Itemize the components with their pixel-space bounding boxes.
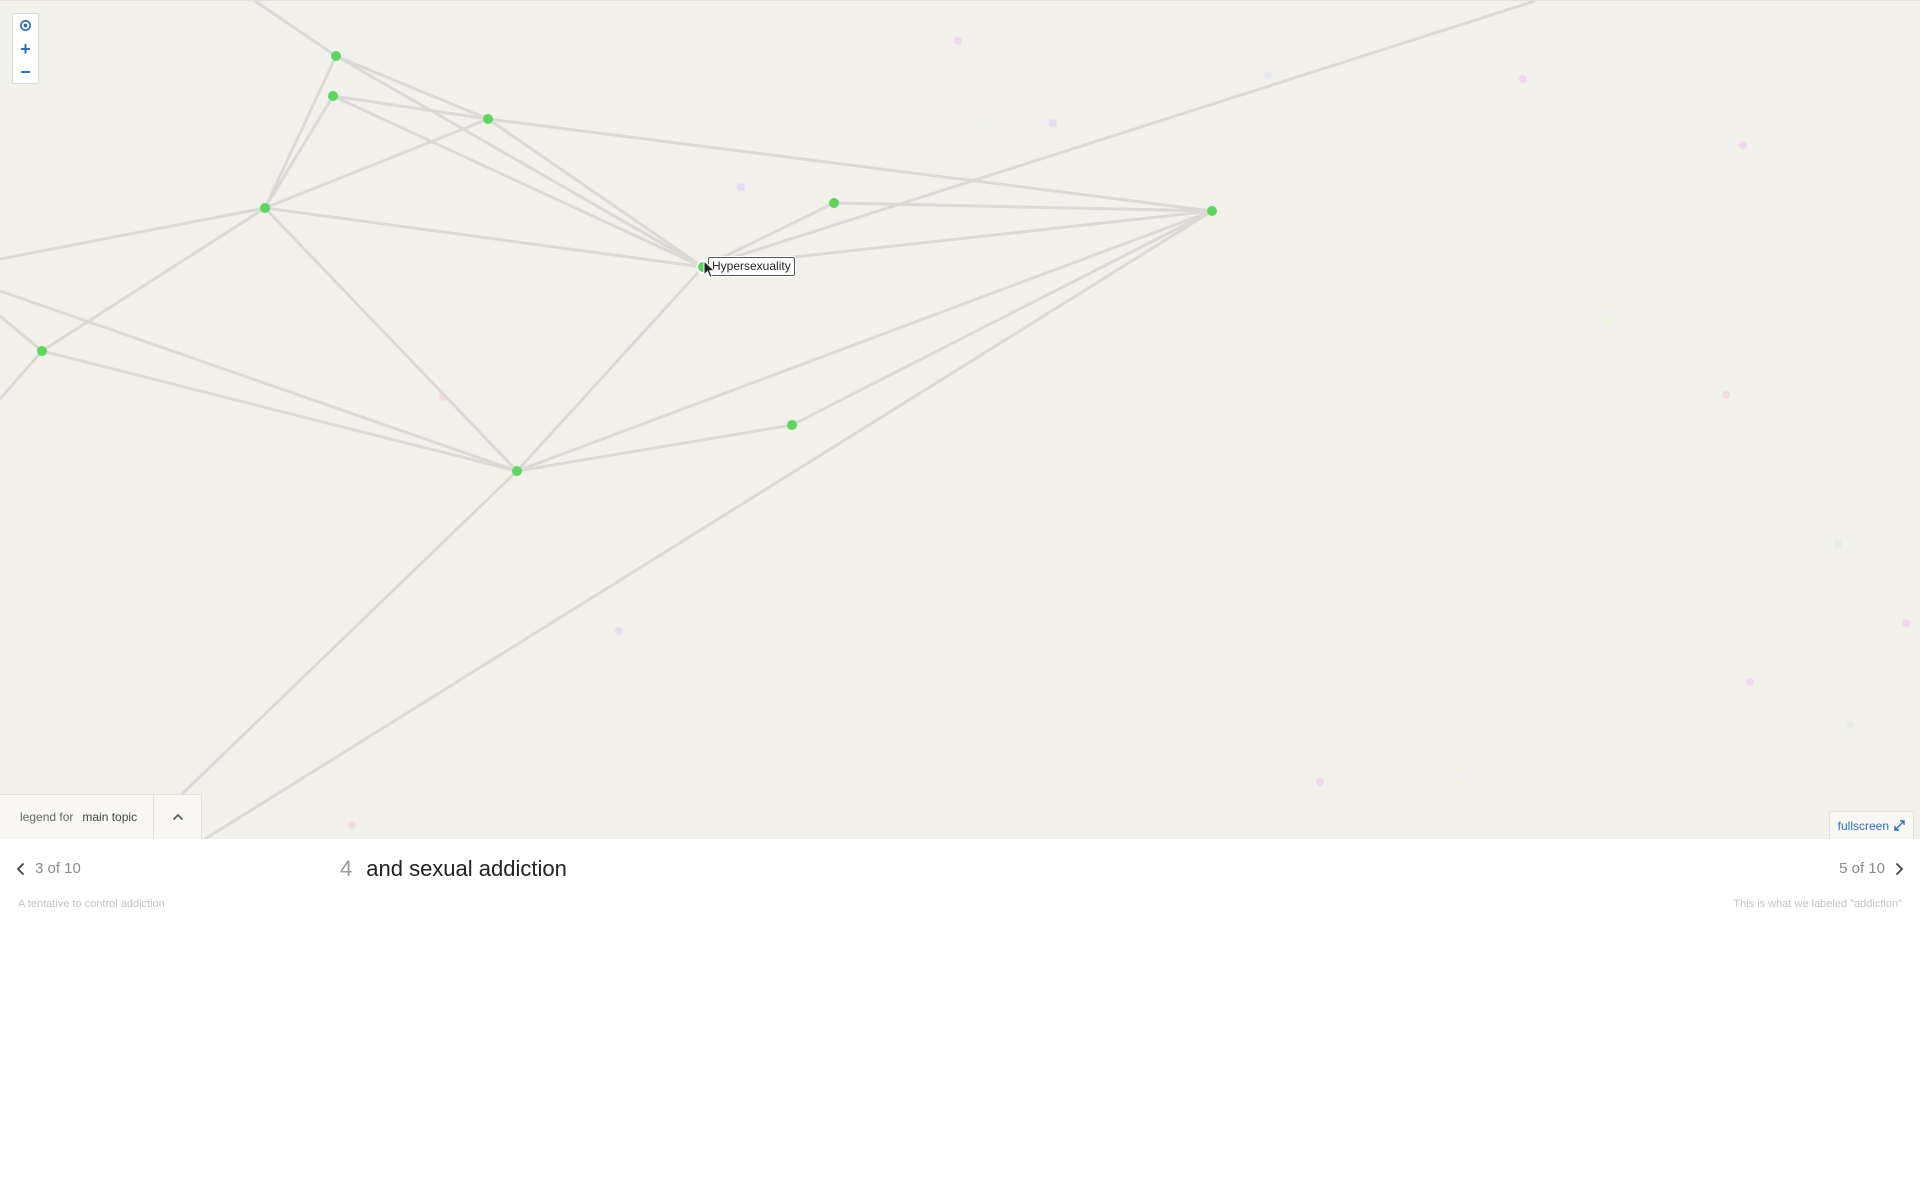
chevron-up-icon [172, 813, 183, 821]
network-graph[interactable] [0, 1, 1920, 839]
background-node-16 [981, 119, 989, 127]
graph-edge-5 [264, 117, 489, 210]
background-node-13 [1453, 779, 1461, 787]
legend-value[interactable]: main topic [82, 810, 138, 824]
graph-node-4[interactable] [37, 346, 47, 356]
graph-edge-3 [335, 54, 489, 121]
graph-node-7[interactable] [1207, 206, 1217, 216]
graph-node-6[interactable] [829, 198, 839, 208]
locate-button[interactable] [13, 14, 38, 37]
graph-node-1[interactable] [328, 91, 338, 101]
graph-edge-24 [516, 209, 1213, 473]
graph-node-3[interactable] [260, 203, 270, 213]
graph-edge-8 [487, 117, 704, 269]
graph-edge-2 [263, 95, 335, 209]
graph-node-2[interactable] [483, 114, 493, 124]
chevron-left-icon [16, 862, 25, 875]
graph-edge-26 [178, 469, 519, 798]
graph-edge-21 [515, 265, 705, 473]
graph-edge-4 [332, 94, 489, 121]
previous-step-counter: 3 of 10 [35, 860, 81, 877]
previous-step-button[interactable]: 3 of 10 [16, 860, 81, 877]
graph-node-8[interactable] [512, 466, 522, 476]
background-node-0 [954, 37, 962, 45]
graph-edge-15 [41, 349, 518, 473]
network-map[interactable]: + − Hypersexuality legend for main topic… [0, 0, 1920, 839]
previous-step-description: A tentative to control addiction [18, 898, 165, 910]
graph-edge-0 [254, 1, 337, 58]
zoom-controls: + − [12, 13, 39, 84]
graph-edge-18 [702, 201, 835, 269]
background-node-14 [348, 821, 356, 829]
legend-prefix: legend for [20, 810, 74, 824]
chevron-right-icon [1895, 862, 1904, 875]
graph-edge-22 [516, 423, 793, 473]
graph-edge-14 [0, 289, 518, 473]
step-title: and sexual addiction [366, 856, 567, 881]
background-node-6 [1739, 141, 1747, 149]
background-node-7 [1603, 317, 1611, 325]
mouse-cursor-icon [703, 260, 716, 279]
graph-edge-7 [332, 94, 704, 269]
fullscreen-button[interactable]: fullscreen [1828, 811, 1914, 839]
graph-edge-27 [204, 209, 1213, 839]
graph-edge-23 [791, 209, 1213, 427]
zoom-out-button[interactable]: − [20, 61, 31, 82]
graph-edge-10 [0, 206, 266, 261]
background-node-5 [1519, 75, 1527, 83]
background-node-8 [1722, 391, 1730, 399]
fullscreen-label: fullscreen [1837, 818, 1889, 833]
next-step-description: This is what we labeled "addiction" [1733, 898, 1902, 910]
background-node-9 [1834, 540, 1842, 548]
background-node-4 [615, 627, 623, 635]
legend-label: legend for main topic [0, 795, 155, 839]
graph-edge-17 [0, 314, 43, 353]
legend-panel: legend for main topic [0, 794, 202, 839]
background-node-11 [1902, 619, 1910, 627]
graph-edge-6 [335, 54, 704, 269]
background-node-17 [1264, 71, 1272, 79]
graph-edge-25 [702, 1, 1536, 269]
graph-edge-13 [263, 206, 519, 473]
graph-node-9[interactable] [787, 420, 797, 430]
expand-icon [1894, 820, 1905, 831]
graph-edge-1 [263, 55, 338, 209]
background-node-12 [1316, 778, 1324, 786]
step-number: 4 [340, 856, 353, 881]
graph-edge-9 [487, 117, 1213, 213]
target-icon [20, 20, 31, 31]
node-tooltip: Hypersexuality [708, 257, 795, 276]
graph-node-0[interactable] [331, 51, 341, 61]
graph-edge-11 [264, 206, 704, 269]
background-node-10 [1746, 678, 1754, 686]
background-node-15 [1846, 721, 1854, 729]
current-step-heading: 4 and sexual addiction [340, 856, 567, 882]
graph-edge-12 [41, 206, 266, 353]
zoom-in-button[interactable]: + [20, 38, 31, 59]
graph-edge-16 [0, 350, 44, 400]
background-node-1 [1049, 119, 1057, 127]
background-node-2 [737, 183, 745, 191]
next-step-button[interactable]: 5 of 10 [1839, 860, 1904, 877]
legend-toggle-button[interactable] [154, 795, 201, 839]
next-step-counter: 5 of 10 [1839, 860, 1885, 877]
story-navigation: 3 of 10 A tentative to control addiction… [0, 838, 1920, 1200]
